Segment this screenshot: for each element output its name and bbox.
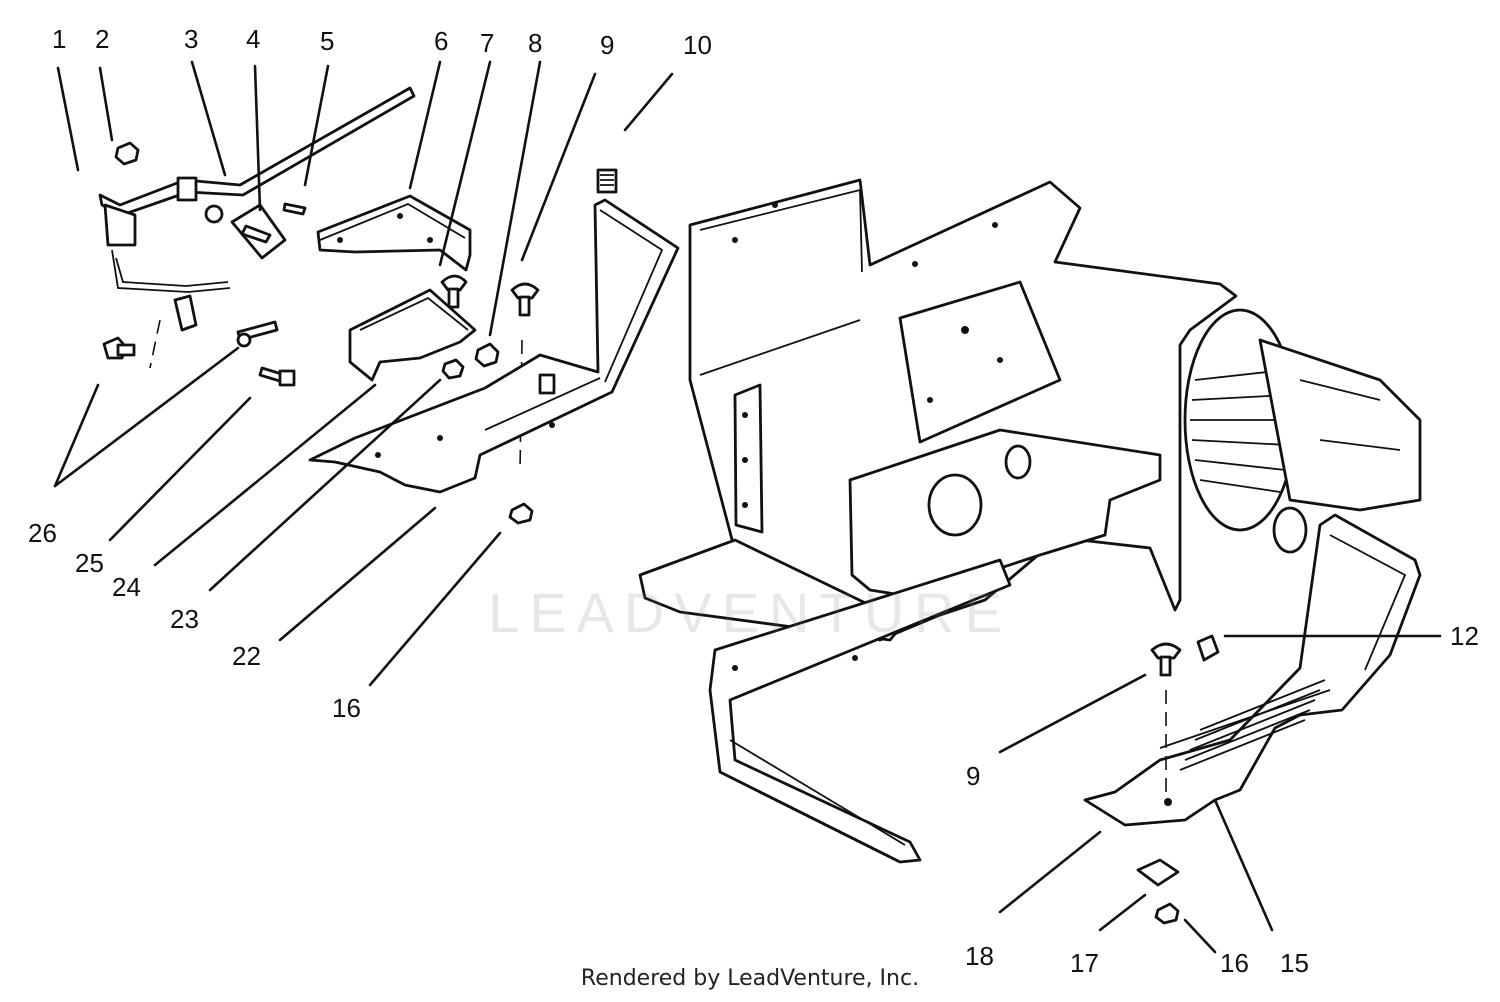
callout-labels: 1 2 3 4 5 6 7 8 9 10 12 9 18 17 16 15 26… (28, 24, 1479, 978)
callout-7: 7 (480, 28, 494, 58)
carriage-bolt-9-right[interactable] (1150, 642, 1182, 677)
footrest-right[interactable] (1083, 513, 1422, 827)
callout-23: 23 (170, 604, 199, 634)
pivot-plate-4[interactable] (204, 203, 287, 260)
callout-16-left: 16 (332, 693, 361, 723)
footer-credit: Rendered by LeadVenture, Inc. (580, 966, 920, 991)
callout-3: 3 (184, 24, 198, 54)
nut-22[interactable] (441, 358, 465, 380)
callout-9-top: 9 (600, 30, 614, 60)
footrest-left[interactable] (308, 198, 680, 494)
callout-6: 6 (434, 26, 448, 56)
callout-15: 15 (1280, 948, 1309, 978)
callout-1: 1 (52, 24, 66, 54)
guide-line (149, 319, 161, 369)
front-axle-tube[interactable] (708, 558, 1012, 864)
frame-center-plate[interactable] (898, 280, 1062, 444)
brake-lever-rod[interactable] (98, 86, 416, 332)
callout-16-right: 16 (1220, 948, 1249, 978)
clamp-17[interactable] (1136, 858, 1180, 887)
clip-12[interactable] (1196, 634, 1220, 662)
frame-side-plate[interactable] (848, 428, 1162, 600)
bolt-23[interactable] (236, 320, 279, 348)
callout-8: 8 (528, 28, 542, 58)
callout-2: 2 (95, 24, 109, 54)
callout-10: 10 (683, 30, 712, 60)
callout-4: 4 (246, 24, 260, 54)
frame-left-rail[interactable] (733, 383, 764, 534)
bolt-25[interactable] (258, 366, 296, 387)
bolt-5[interactable] (282, 202, 307, 216)
callout-26: 26 (28, 518, 57, 548)
carriage-bolt-9-left[interactable] (510, 282, 540, 317)
callout-24: 24 (112, 572, 141, 602)
hex-bolt-26[interactable] (102, 336, 136, 360)
callout-25: 25 (75, 548, 104, 578)
nut-16-right[interactable] (1154, 902, 1180, 925)
nut-8[interactable] (474, 342, 500, 368)
callout-22: 22 (232, 641, 261, 671)
callout-17: 17 (1070, 948, 1099, 978)
lower-bracket-24[interactable] (348, 288, 477, 382)
spring-10[interactable] (596, 168, 618, 194)
callout-18: 18 (965, 941, 994, 971)
bracket-6[interactable] (316, 194, 472, 272)
nut-16-left[interactable] (508, 502, 534, 525)
callout-12: 12 (1450, 621, 1479, 651)
callout-5: 5 (320, 26, 334, 56)
callout-9-right: 9 (966, 761, 980, 791)
carriage-bolt-7[interactable] (440, 274, 468, 309)
engine-fan-assembly[interactable] (1183, 308, 1422, 554)
leader-lines (53, 60, 1442, 954)
nut-2[interactable] (114, 141, 140, 166)
